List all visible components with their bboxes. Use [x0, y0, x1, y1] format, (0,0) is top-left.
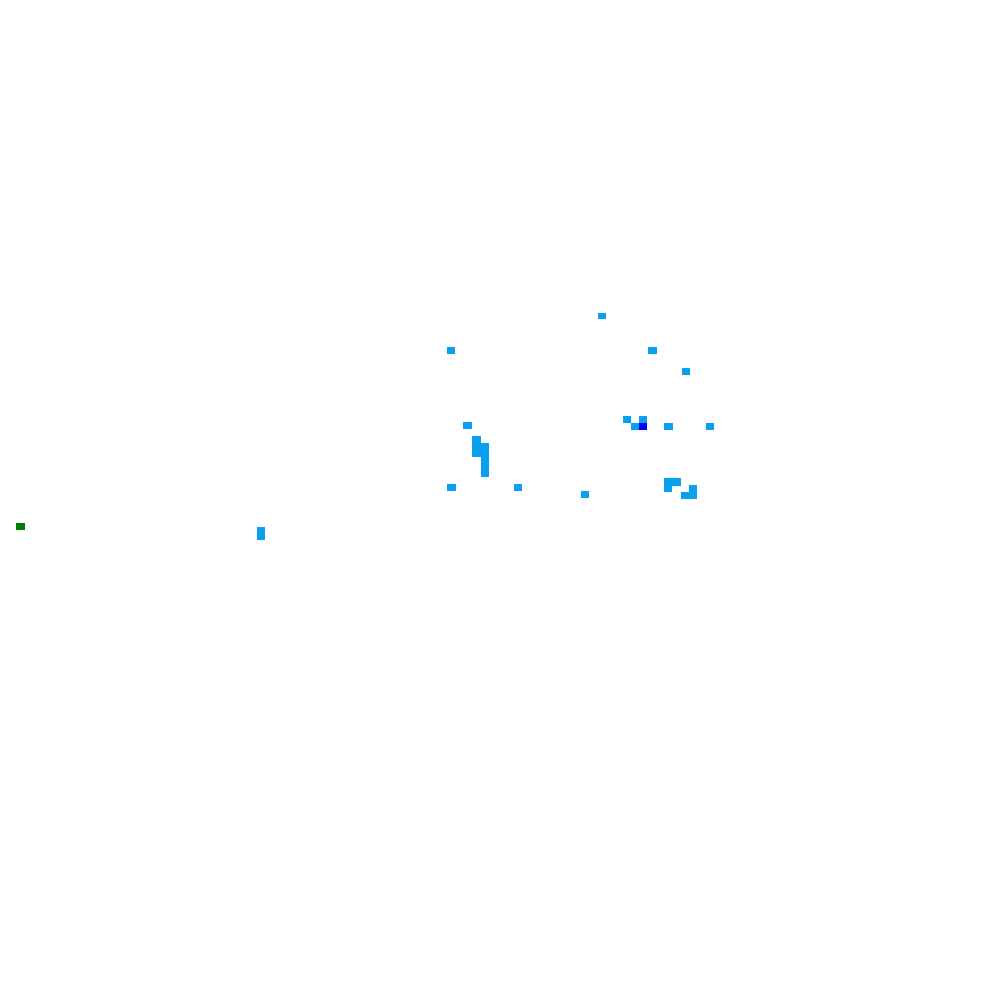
- radar-cell: [664, 478, 681, 486]
- radar-cell: [472, 443, 489, 457]
- radar-cell: [514, 484, 522, 491]
- radar-cell: [631, 423, 639, 430]
- radar-cell: [581, 491, 589, 498]
- dark-radar-cell: [639, 423, 647, 430]
- radar-cell: [447, 347, 455, 354]
- green-radar-cell: [16, 523, 25, 530]
- radar-cell: [257, 527, 265, 540]
- radar-cell: [664, 423, 673, 430]
- radar-cell: [623, 416, 631, 423]
- radar-cell: [481, 457, 489, 477]
- radar-cell: [648, 347, 657, 354]
- radar-cell: [639, 416, 647, 423]
- radar-cell: [681, 492, 697, 499]
- radar-cell: [682, 368, 690, 375]
- radar-cell: [447, 484, 456, 491]
- radar-cell: [689, 485, 697, 492]
- radar-cell: [664, 485, 672, 492]
- radar-cell: [706, 423, 714, 430]
- radar-cell: [463, 422, 472, 429]
- radar-cell: [598, 313, 606, 319]
- radar-cell: [472, 436, 481, 444]
